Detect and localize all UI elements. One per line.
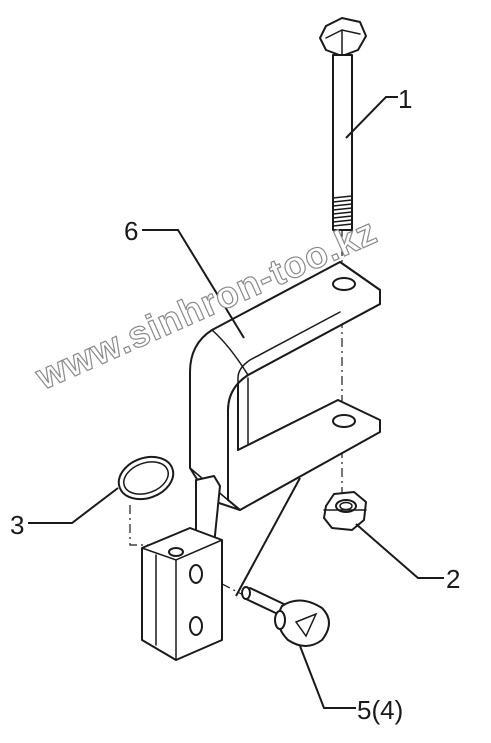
bracket-part-6 — [189, 261, 381, 511]
leader-lines — [28, 96, 444, 709]
pin-part-5 — [241, 586, 330, 647]
callout-5-4: 5(4) — [357, 695, 404, 725]
ring-part-3 — [117, 455, 175, 501]
nut-part-2 — [323, 491, 367, 531]
bolt-thread — [332, 195, 353, 227]
callout-1: 1 — [398, 84, 413, 114]
bolt-part-1 — [319, 17, 367, 231]
holder-block — [141, 475, 223, 661]
callout-2: 2 — [446, 564, 461, 594]
callout-6: 6 — [124, 216, 139, 246]
callout-3: 3 — [10, 510, 25, 540]
